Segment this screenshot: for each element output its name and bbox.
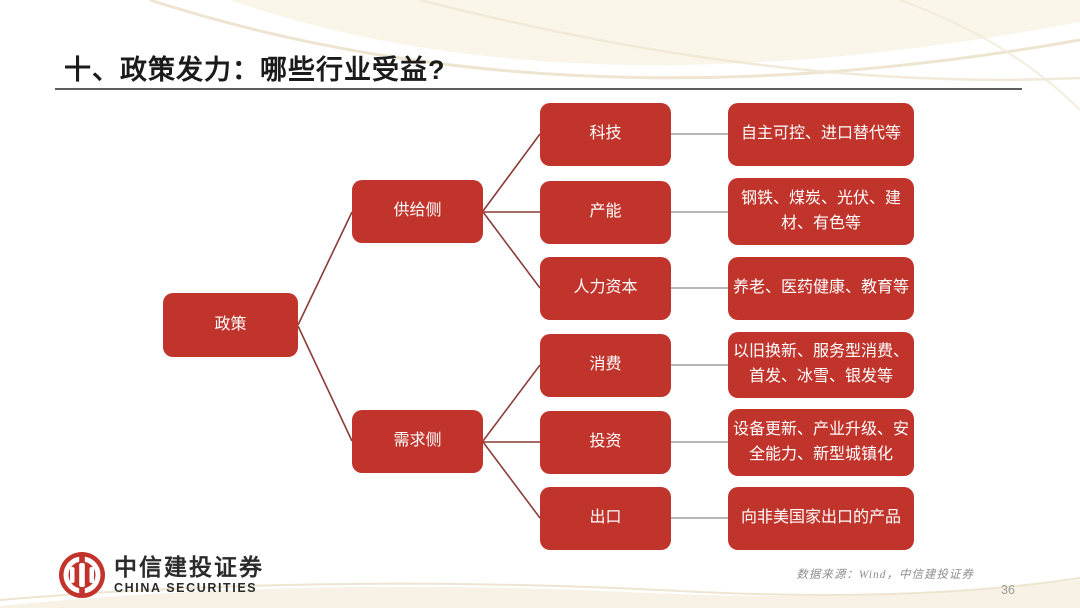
detail-investment: 设备更新、产业升级、安全能力、新型城镇化 <box>728 409 914 476</box>
data-source-note: 数据来源：Wind，中信建投证券 <box>796 569 974 581</box>
node-consumption: 消费 <box>540 334 671 397</box>
node-investment: 投资 <box>540 411 671 474</box>
node-supply-side: 供给侧 <box>352 180 483 243</box>
page-number: 36 <box>1001 583 1015 597</box>
detail-connector-lines <box>671 133 728 519</box>
detail-consumption: 以旧换新、服务型消费、首发、冰雪、银发等 <box>728 332 914 398</box>
node-human-capital: 人力资本 <box>540 257 671 320</box>
node-capacity: 产能 <box>540 181 671 244</box>
logo-name-en: CHINA SECURITIES <box>114 581 258 596</box>
detail-human-capital: 养老、医药健康、教育等 <box>728 257 914 320</box>
logo-name-cn: 中信建投证券 <box>114 553 264 580</box>
node-technology: 科技 <box>540 103 671 166</box>
title-underline <box>55 88 1022 90</box>
citic-emblem-icon <box>59 552 105 598</box>
page-title: 十、政策发力：哪些行业受益? <box>64 55 446 85</box>
detail-export: 向非美国家出口的产品 <box>728 487 914 550</box>
company-logo: 中信建投证券 CHINA SECURITIES <box>58 551 264 599</box>
detail-technology: 自主可控、进口替代等 <box>728 103 914 166</box>
detail-capacity: 钢铁、煤炭、光伏、建材、有色等 <box>728 178 914 245</box>
logo-text: 中信建投证券 CHINA SECURITIES <box>114 555 264 595</box>
node-policy: 政策 <box>163 293 298 357</box>
node-demand-side: 需求侧 <box>352 410 483 473</box>
node-export: 出口 <box>540 487 671 550</box>
